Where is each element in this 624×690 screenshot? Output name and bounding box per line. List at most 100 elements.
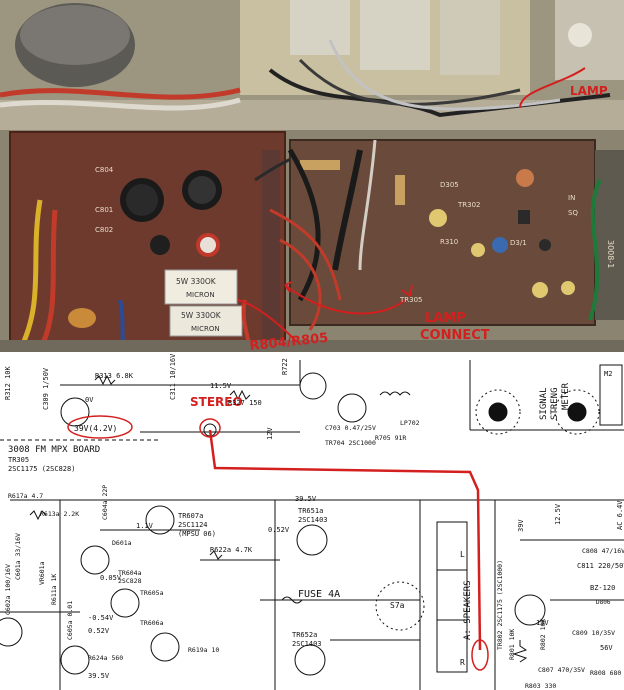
label-sq: SQ [568,209,578,217]
highlight-39v-marker [67,415,133,439]
highlight-trace [67,415,489,671]
label-in: IN [568,194,575,202]
tr604a-symbol [80,545,110,575]
label-39-5v-a: 39.5V [295,495,317,503]
resistor-arrow [237,299,296,341]
lamp-arrow [519,67,586,109]
label-5w-a: 5W 330OK [176,277,217,286]
label-vr: D3/1 [510,239,527,247]
label-11-5v: 11.5V [210,382,232,390]
resistor-5w-1 [164,269,238,305]
annotation-lamp: LAMP [570,84,608,98]
annotation-lamp-connect-1: LAMP [425,311,466,326]
label-tr802: TR802 2SC1175 (2SC1000) [496,560,504,650]
tr704-symbol [337,393,367,423]
label-tr607a: TR607a [178,512,203,520]
speakers-label: A: SPEAKERS [463,580,473,640]
label-r622a: R622a 4.7K [210,546,253,554]
label-tr607a-type: 2SC1124 [178,521,208,529]
label-c804: C804 [95,166,114,174]
highlight-39v-speaker [471,639,489,671]
fuse-symbol [281,596,303,604]
label-5w-a-brand: MICRON [186,291,215,299]
tr802-symbol [514,594,546,626]
label-c309: C309 1/50V [42,367,50,410]
label-r611a: R611a 1K [50,574,58,605]
label-tr651a-type: 2SC1403 [298,516,328,524]
label-tr305-type: 2SC1175 (2SC828) [8,465,75,473]
label-c808: C808 47/16V [582,547,624,555]
label-tr305: TR305 [8,456,29,464]
label-r310: R310 [440,238,458,246]
tr-left-bottom [60,645,90,675]
label-c605a: C605a 0.01 [66,601,74,640]
label-1-1v: 1.1V [136,522,154,530]
label-r801: R801 10K [508,629,516,660]
label-c703: C703 0.47/25V [325,424,376,432]
label-d305: D305 [440,181,459,189]
tr-left-edge [0,617,23,647]
schematic [0,352,624,690]
tr651a-symbol [296,524,328,556]
label-strength: STRENG [550,387,560,420]
label-r619a: R619a 10 [188,646,219,654]
lamp-connect-arrow [284,284,406,315]
label-tr652a-type: 2SC1403 [292,640,322,648]
tr-upper-mid [299,372,327,400]
label-c807: C807 470/35V [538,666,585,674]
highlight-stereo-lamp [199,418,221,438]
label-meter: METER [561,382,571,410]
label-neg-0-54v: -0.54V [88,614,114,622]
label-ac64v: AC 6.4V [616,500,624,530]
label-c801: C801 [95,206,113,214]
fuse-label: FUSE 4A [298,589,340,600]
label-r327: R327 150 [228,399,262,407]
label-c604a: C604a 22P [101,485,109,520]
label-12v: 12V [266,427,274,440]
label-0-52v: 0.52V [268,526,290,534]
label-r613a: R613a 2.2K [40,510,79,518]
label-12-5v: 12.5V [554,503,562,525]
label-0-05v: 0.05V [100,574,122,582]
label-tr305-photo: TR305 [399,296,423,304]
label-39-5v-b: 39.5V [88,672,110,680]
label-tr652a: TR652a [292,631,317,639]
tr305-symbol [60,397,90,427]
label-c602a: C602a 100/16V [4,564,12,615]
label-c802: C802 [95,226,113,234]
label-m2: M2 [604,370,612,378]
label-c311: C311 10/16V [169,353,177,400]
switch-s7a [375,581,425,631]
volt-39v: 39V(4.2V) [74,424,117,433]
tr607a-symbol [145,505,175,535]
label-tr604a: TR604a [118,569,142,577]
tr606a-symbol [150,632,180,662]
label-tr704: TR704 2SC1000 [325,439,376,447]
label-lp702: LP702 [400,419,420,427]
label-bz120: BZ-120 [590,584,615,592]
label-s7a: S7a [390,601,405,610]
label-3008-1: 3008-1 [606,240,615,268]
label-tr604a-type: 2SC828 [118,577,142,585]
label-r313: R313 6.8K [95,372,134,380]
label-l: L [460,550,465,559]
label-vr601a: VR601a [38,561,46,585]
annotation-stereo: STEREO [190,395,243,409]
label-r705: R705 91R [375,434,406,442]
label-r802: R802 10K [539,619,547,650]
tr652a-symbol [294,644,326,676]
resistor-5w-2 [169,305,243,337]
chassis-photo: LAMP LAMP CONNECT R804/R805 C804 C801 C8… [0,0,624,354]
label-r624a: R624a 560 [88,654,123,662]
label-ov: 0V [85,396,94,404]
label-c809: C809 10/35V [572,629,615,637]
label-5w-b-brand: MICRON [191,325,220,333]
label-s1b: S1b [569,408,584,417]
board-title: 3008 FM MPX BOARD [8,445,100,455]
switch-s1b [554,389,600,435]
label-39v-right: 39V [517,519,525,532]
label-r312: R312 10K [4,365,12,400]
label-r: R [460,658,465,667]
label-d601a: D601a [112,539,132,547]
